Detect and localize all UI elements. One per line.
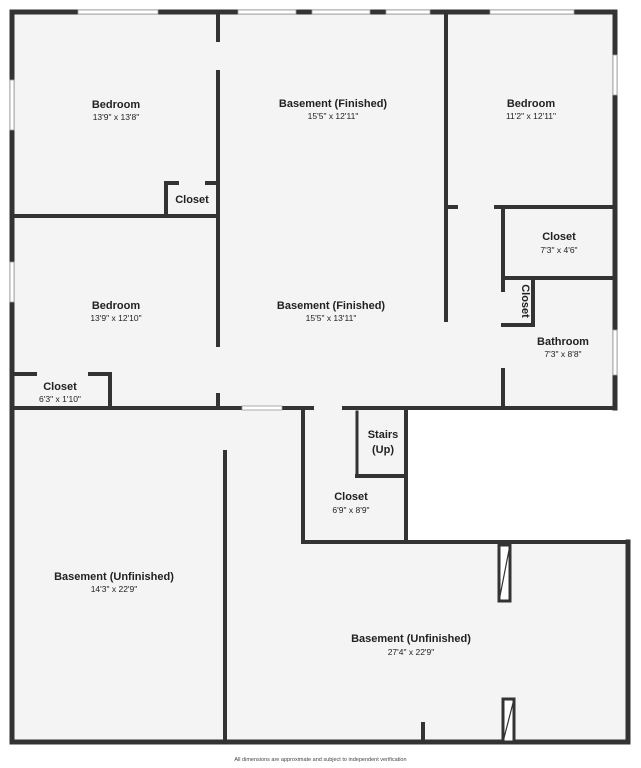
- column-lower-hatch: [503, 702, 514, 739]
- room-labels: Bedroom 13'9" x 13'8" Basement (Finished…: [39, 98, 589, 657]
- basement-unfinished-2-dims: 27'4" x 22'9": [388, 647, 435, 657]
- floor-lower-right: [303, 542, 628, 742]
- basement-unfinished-1-name: Basement (Unfinished): [54, 571, 174, 583]
- closet-3-dims: 6'3" x 1'10": [39, 394, 81, 404]
- closet-2-name: Closet: [542, 231, 576, 243]
- basement-finished-2-name: Basement (Finished): [277, 300, 386, 312]
- bedroom-3-dims: 13'9" x 12'10": [90, 313, 141, 323]
- windows: [9, 9, 618, 411]
- window-left-1: [9, 79, 15, 131]
- bedroom-1-name: Bedroom: [92, 99, 141, 111]
- window-top-4: [385, 9, 431, 15]
- floor-areas: [12, 12, 628, 742]
- bathroom-name: Bathroom: [537, 336, 589, 348]
- column-upper-hatch: [499, 549, 510, 597]
- window-interior-stairs: [241, 405, 283, 411]
- window-right-2: [612, 329, 618, 376]
- disclaimer-footer: All dimensions are approximate and subje…: [234, 757, 407, 763]
- window-right-1: [612, 54, 618, 96]
- stairs-name-line2: (Up): [372, 444, 394, 456]
- basement-finished-1-name: Basement (Finished): [279, 98, 388, 110]
- basement-unfinished-1-dims: 14'3" x 22'9": [91, 584, 138, 594]
- closet-1-name: Closet: [175, 194, 209, 206]
- bedroom-2-dims: 11'2" x 12'11": [506, 111, 556, 121]
- closet-2-dims: 7'3" x 4'6": [540, 245, 577, 255]
- basement-finished-1-dims: 15'5" x 12'11": [308, 111, 359, 121]
- columns: [497, 543, 516, 744]
- stairs-name-line1: Stairs: [368, 429, 399, 441]
- window-top-3: [311, 9, 371, 15]
- window-top-5: [489, 9, 575, 15]
- closet-vertical-name: Closet: [519, 284, 531, 318]
- floor-upper: [12, 12, 615, 408]
- closet-3-name: Closet: [43, 381, 77, 393]
- bathroom-dims: 7'3" x 8'8": [544, 349, 581, 359]
- bedroom-3-name: Bedroom: [92, 300, 141, 312]
- window-left-2: [9, 261, 15, 303]
- bedroom-2-name: Bedroom: [507, 98, 556, 110]
- closet-4-name: Closet: [334, 491, 368, 503]
- bedroom-1-dims: 13'9" x 13'8": [93, 112, 140, 122]
- basement-unfinished-2-name: Basement (Unfinished): [351, 633, 471, 645]
- window-top-1: [77, 9, 159, 15]
- closet-4-dims: 6'9" x 8'9": [332, 505, 369, 515]
- basement-finished-2-dims: 15'5" x 13'11": [306, 313, 357, 323]
- window-top-2: [237, 9, 297, 15]
